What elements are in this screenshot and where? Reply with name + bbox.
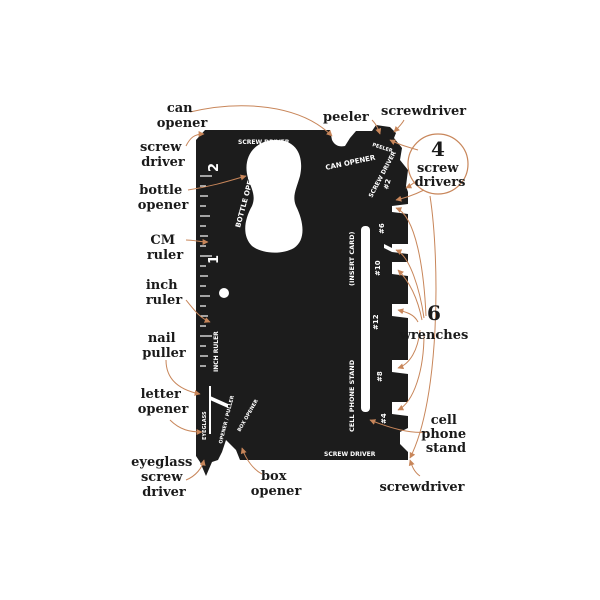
labels-right: peeler screwdriver 4 screw drivers 6 wre… — [323, 104, 470, 495]
engr-inch-ruler: INCH RULER — [213, 331, 220, 372]
label-cell-phone-stand: cell phone stand — [421, 413, 470, 456]
engr-num-8: #8 — [376, 371, 384, 382]
engr-num-2: #2 — [382, 178, 393, 191]
engr-num-12: #12 — [372, 314, 380, 330]
label-inch-ruler: inch ruler — [146, 278, 183, 308]
engr-num-10: #10 — [374, 260, 382, 276]
label-wrenches: wrenches — [399, 328, 469, 343]
screw-drivers-callout-circle — [407, 133, 469, 195]
label-screw-driver: screw driver — [140, 140, 186, 170]
engr-eyeglass: EYEGLASS — [202, 411, 208, 440]
engr-cell-phone-stand: CELL PHONE STAND — [348, 359, 356, 432]
engr-ruler-1: 1 — [207, 255, 222, 264]
engr-screw-driver-bottom: SCREW DRIVER — [324, 451, 376, 458]
engr-ruler-2: 2 — [207, 163, 222, 172]
leader-lines — [165, 105, 469, 481]
label-letter-opener: letter opener — [138, 387, 189, 417]
label-can-opener: can opener — [157, 101, 208, 131]
label-screwdriver-bottom: screwdriver — [379, 480, 464, 495]
engr-screw-driver-top: SCREW DRIVER — [238, 139, 290, 146]
label-screw-drivers-count: 4 — [431, 137, 445, 161]
engr-insert-card: (INSERT CARD) — [348, 231, 356, 286]
bottle-opener-hole — [245, 140, 303, 253]
engr-num-4: #4 — [380, 413, 388, 424]
letter-opener-slot — [210, 396, 228, 408]
insert-card-slot — [361, 226, 370, 412]
label-box-opener: box opener — [251, 469, 302, 499]
nail-puller-hole — [219, 288, 229, 298]
labels-left: can opener screw driver bottle opener CM… — [131, 101, 301, 500]
label-peeler: peeler — [323, 110, 369, 125]
label-screw-drivers: screw drivers — [415, 161, 466, 190]
label-cm-ruler: CM ruler — [147, 233, 184, 263]
engr-num-6: #6 — [378, 223, 386, 234]
label-screwdriver-top: screwdriver — [381, 104, 466, 119]
label-eyeglass-screw-driver: eyeglass screw driver — [131, 455, 197, 500]
label-nail-puller: nail puller — [142, 331, 186, 361]
label-wrenches-count: 6 — [427, 301, 441, 325]
label-bottle-opener: bottle opener — [138, 183, 189, 213]
wrench-cut-6 — [384, 244, 392, 252]
ruler-ticks — [200, 175, 212, 367]
multi-tool-card — [196, 125, 408, 476]
